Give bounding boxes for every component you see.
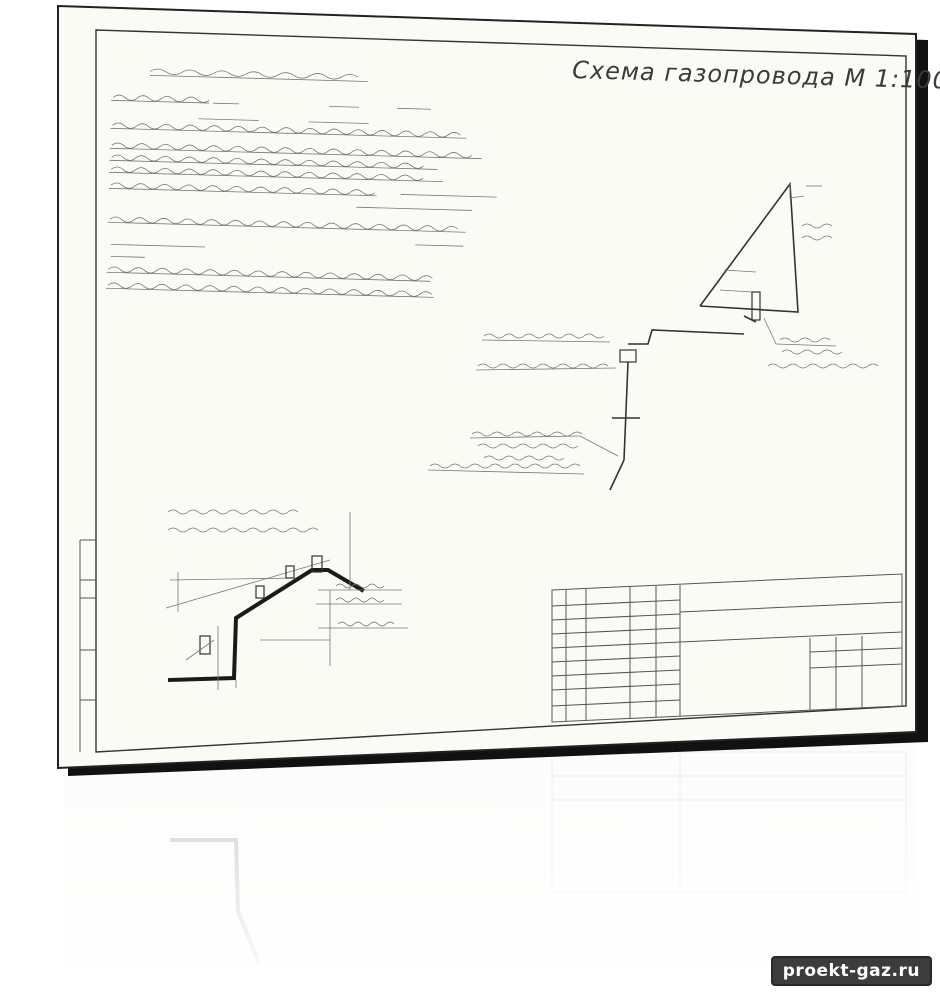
roof-chimney-scheme [165, 509, 408, 690]
title-block [551, 573, 903, 723]
gas-pipeline-scheme [427, 181, 879, 491]
sheet-frame [95, 29, 907, 753]
calculation-notes [105, 68, 497, 298]
left-margin-stamp [79, 539, 96, 752]
drawing-sheet [57, 4, 917, 770]
handwriting-strokes [107, 68, 473, 297]
reflection-fade [0, 735, 940, 996]
site-watermark: proekt-gaz.ru [772, 958, 930, 984]
